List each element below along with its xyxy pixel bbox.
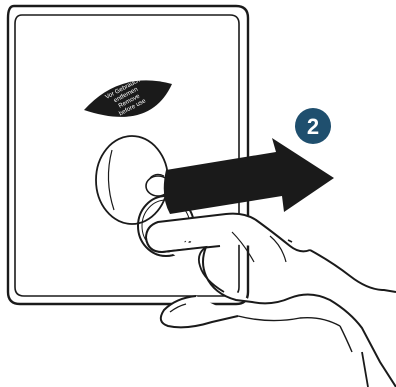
step-badge: 2 <box>295 108 331 144</box>
step-number: 2 <box>307 114 319 139</box>
hand-icon <box>146 214 396 387</box>
